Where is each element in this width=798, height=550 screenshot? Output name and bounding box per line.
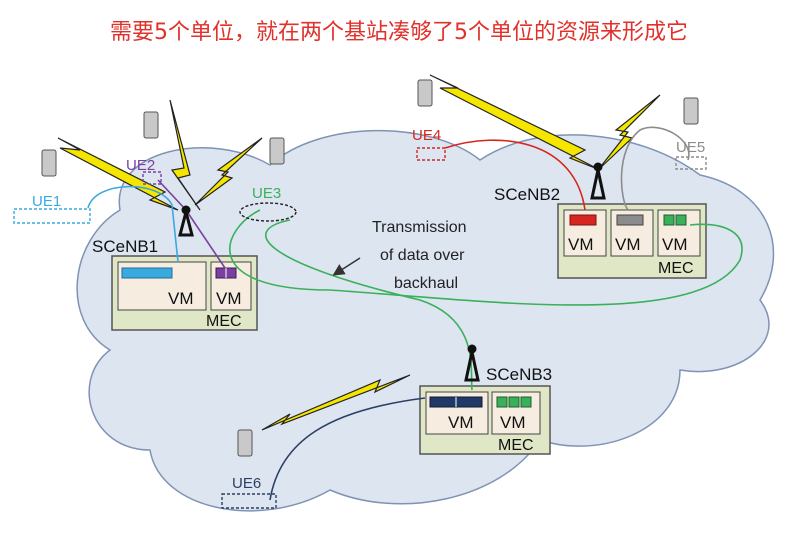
vm-label: VM — [662, 235, 688, 254]
station-label: SCeNB1 — [92, 237, 158, 256]
ue-label: UE2 — [126, 157, 155, 174]
ue-label: UE5 — [676, 139, 705, 156]
antenna-icon — [590, 162, 606, 200]
phone-icon — [41, 79, 699, 457]
mec-box-3 — [419, 385, 551, 455]
antenna-icon — [178, 205, 194, 237]
station-label: SCeNB3 — [486, 365, 552, 384]
ue-label: UE1 — [32, 193, 61, 210]
annotation-text: backhaul — [394, 275, 458, 292]
mec-label: MEC — [658, 260, 694, 277]
antenna-icon — [464, 344, 480, 382]
ue-label: UE6 — [232, 475, 261, 492]
ue-markers — [13, 147, 707, 509]
annotation-text: of data over — [380, 247, 465, 264]
vm-label: VM — [168, 289, 194, 308]
vm-label: VM — [615, 235, 641, 254]
backhaul-arrow — [332, 257, 361, 276]
mec-box-1 — [111, 255, 258, 331]
vm-label: VM — [216, 289, 242, 308]
vm-label: VM — [568, 235, 594, 254]
vm-label: VM — [500, 413, 526, 432]
vm-label: VM — [448, 413, 474, 432]
mec-label: MEC — [206, 313, 242, 330]
mec-box-2 — [557, 203, 707, 279]
station-label: SCeNB2 — [494, 185, 560, 204]
wireless-bolts — [57, 74, 661, 431]
page-title: 需要5个单位，就在两个基站凑够了5个单位的资源来形成它 — [110, 20, 688, 45]
annotation-text: Transmission — [372, 219, 467, 236]
ue-label: UE3 — [252, 185, 281, 202]
mec-label: MEC — [498, 437, 534, 454]
ue-label: UE4 — [412, 127, 441, 144]
